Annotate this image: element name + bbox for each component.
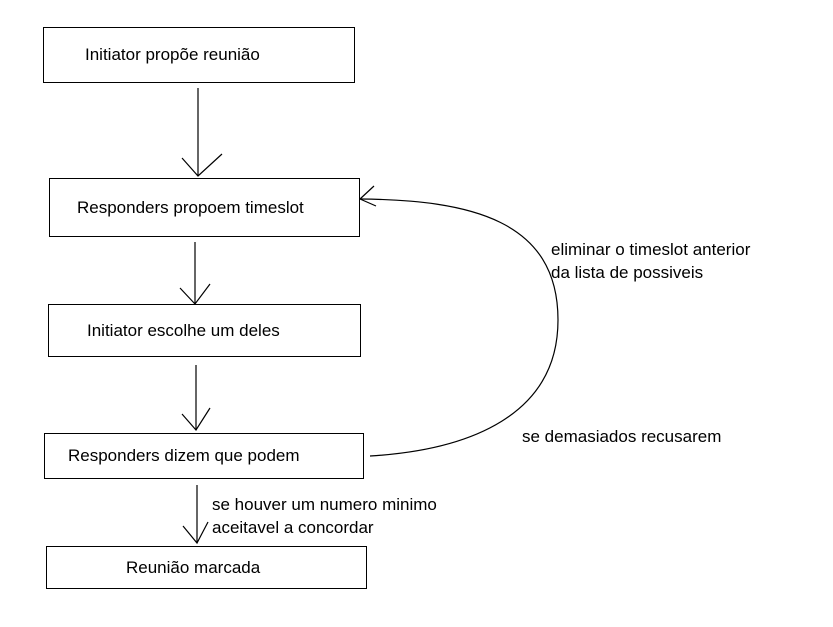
arrow-propose-to-timeslot [181,88,223,177]
node-initiator-propose: Initiator propõe reunião [43,27,355,83]
arrow-loop-back-to-timeslot [358,185,559,457]
arrow-can-to-booked [182,485,209,545]
node-meeting-booked: Reunião marcada [46,546,367,589]
node-responders-timeslot-label: Responders propoem timeslot [77,197,304,217]
node-initiator-choose: Initiator escolhe um deles [48,304,361,357]
node-responders-can-label: Responders dizem que podem [68,446,300,465]
loop-condition-top-line2: da lista de possiveis [551,263,704,282]
node-meeting-booked-label: Reunião marcada [126,557,261,577]
loop-condition-top-line1: eliminar o timeslot anterior [551,240,751,259]
node-responders-can: Responders dizem que podem [44,433,364,479]
node-initiator-choose-label: Initiator escolhe um deles [87,320,280,340]
final-condition-line2: aceitavel a concordar [212,518,374,537]
node-responders-timeslot: Responders propoem timeslot [49,178,360,237]
arrow-timeslot-to-choose [179,242,211,305]
loop-condition-bottom: se demasiados recusarem [522,427,722,446]
arrow-choose-to-can [181,365,211,431]
final-condition-line1: se houver um numero minimo [212,495,437,514]
node-initiator-propose-label: Initiator propõe reunião [85,45,260,64]
